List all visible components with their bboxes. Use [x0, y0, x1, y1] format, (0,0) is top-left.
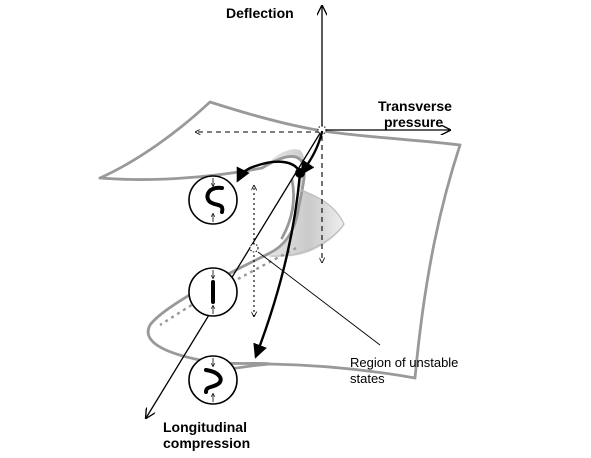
longitudinal-compression-label-line2: compression	[163, 435, 250, 451]
beam-state-middle	[188, 267, 238, 317]
unstable-point-marker	[249, 243, 259, 253]
longitudinal-compression-axis	[146, 129, 323, 418]
trajectory-left-arc	[236, 160, 302, 183]
longitudinal-compression-label-line1: Longitudinal	[163, 419, 247, 435]
surface-top-edge	[98, 100, 462, 180]
region-leader-line	[257, 251, 381, 346]
beam-state-lower-circle	[188, 355, 238, 405]
unstable-fold-region	[265, 149, 345, 257]
region-label-line2: states	[350, 371, 385, 386]
fold-inner-edge	[280, 178, 295, 240]
fold-upper-lip	[260, 155, 306, 256]
beam-state-lower	[188, 355, 238, 405]
region-label-line1: Region of unstable	[350, 355, 458, 370]
transverse-pressure-label-line1: Transverse	[378, 98, 452, 114]
deflection-label: Deflection	[226, 5, 294, 21]
fold-shade-edge	[269, 189, 345, 257]
surface-left-edge	[98, 166, 264, 181]
beam-state-upper-shape	[205, 185, 225, 214]
beam-state-lower-shape	[204, 368, 223, 394]
surface-right-edge	[413, 143, 462, 380]
cusp-surface	[98, 100, 462, 380]
trajectory-down-arc	[253, 171, 302, 359]
snap-through-trajectory	[236, 130, 324, 359]
bifurcation-point	[295, 168, 305, 178]
beam-state-upper-circle	[188, 175, 238, 225]
transverse-pressure-label-line2: pressure	[384, 114, 443, 130]
trajectory-top-segment	[300, 130, 324, 176]
beam-state-upper	[188, 175, 238, 225]
